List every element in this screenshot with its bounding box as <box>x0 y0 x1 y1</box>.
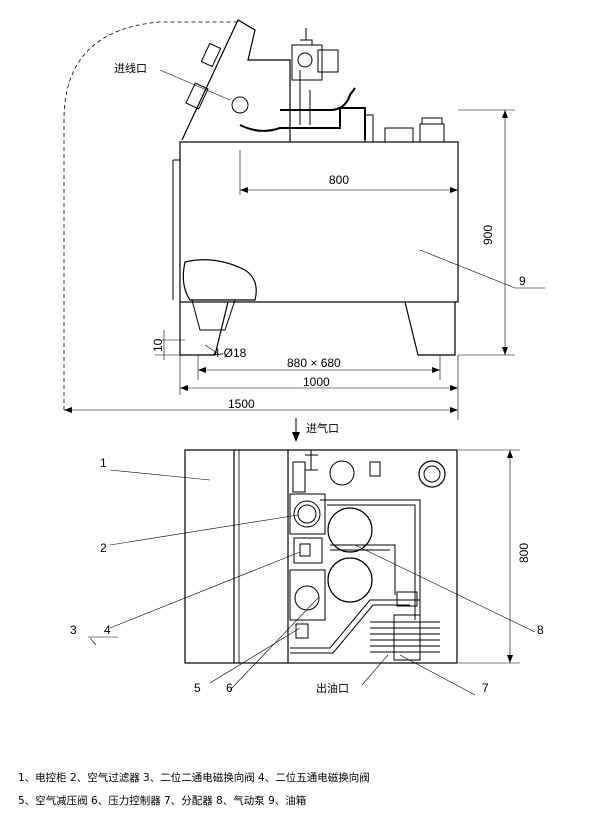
air-pump-2 <box>327 557 373 603</box>
distributor <box>370 614 440 661</box>
dim-880x680: 880 × 680 <box>287 356 341 370</box>
tank-leg-left <box>179 301 229 356</box>
label-oil-outlet: 出油口 <box>316 681 349 695</box>
air-pump-1 <box>327 507 373 553</box>
callout-7: 7 <box>482 681 489 695</box>
dim-1500: 1500 <box>228 397 255 411</box>
oil-pan <box>182 259 257 301</box>
dim-side-10: 10 <box>151 338 165 352</box>
callout-2: 2 <box>100 541 107 555</box>
dim-top-800: 800 <box>517 543 531 563</box>
label-air-inlet: 进气口 <box>306 421 339 435</box>
dim-hole: 4-Ø18 <box>213 346 247 360</box>
dim-1000: 1000 <box>303 375 330 389</box>
door-swing-arc <box>63 21 240 410</box>
tank-leg-right <box>404 301 456 356</box>
pressure-switch <box>396 591 418 607</box>
electric-cabinet <box>181 19 291 142</box>
oil-tank-body <box>179 141 459 303</box>
top-view-outline <box>184 449 458 664</box>
callout-8: 8 <box>537 623 544 637</box>
top-view-arrows <box>292 432 513 663</box>
side-view <box>63 19 545 420</box>
callout-3: 3 <box>70 623 77 637</box>
pump-gauge-top <box>418 460 446 488</box>
filter-unit <box>291 44 323 81</box>
callout-1: 1 <box>100 456 107 470</box>
legend-line-1: 1、电控柜 2、空气过滤器 3、二位二通电磁换向阀 4、二位五通电磁换向阀 <box>18 772 370 784</box>
wire-inlet-port <box>231 96 249 114</box>
callout-5: 5 <box>194 681 201 695</box>
dim-side-900: 900 <box>481 225 495 245</box>
side-view-arrows <box>64 110 508 413</box>
callout-6: 6 <box>226 681 233 695</box>
air-filter <box>289 493 326 535</box>
label-inlet-wire: 进线口 <box>114 61 147 75</box>
valve-block <box>293 537 323 564</box>
callout-9: 9 <box>519 274 526 288</box>
callout-4: 4 <box>104 623 111 637</box>
pump-top <box>419 123 445 143</box>
pressure-gauge <box>329 460 355 486</box>
dim-side-800: 800 <box>329 173 349 187</box>
air-reducer <box>289 569 326 621</box>
top-view <box>88 418 536 696</box>
solenoid-valve <box>384 127 414 143</box>
legend-line-2: 5、空气减压阀 6、压力控制器 7、分配器 8、气动泵 9、油箱 <box>18 795 307 807</box>
